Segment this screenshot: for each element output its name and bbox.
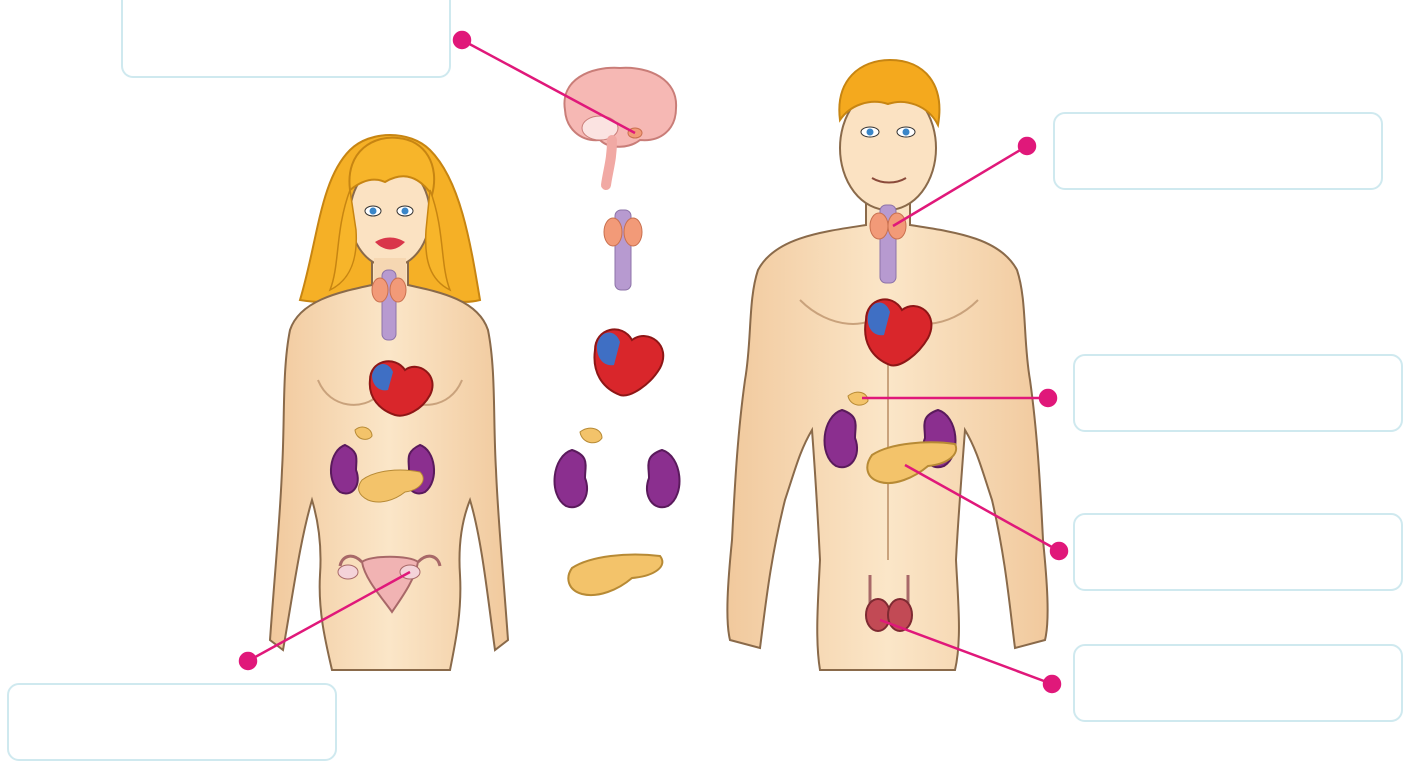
pancreas-icon bbox=[568, 555, 662, 596]
isolated-glands bbox=[555, 68, 680, 595]
label-box-adrenal[interactable] bbox=[1073, 354, 1403, 432]
label-box-hypothalamus[interactable] bbox=[121, 0, 451, 78]
thyroid-icon bbox=[604, 210, 642, 290]
heart-icon bbox=[594, 329, 663, 395]
female-body bbox=[270, 135, 508, 670]
leader-dot-testes bbox=[1044, 676, 1060, 692]
leader-dot-adrenal bbox=[1040, 390, 1056, 406]
kidney-icon-right bbox=[647, 450, 680, 507]
leader-dot-pancreas bbox=[1051, 543, 1067, 559]
label-box-ovary[interactable] bbox=[7, 683, 337, 761]
label-box-thyroid[interactable] bbox=[1053, 112, 1383, 190]
leader-dot-thyroid bbox=[1019, 138, 1035, 154]
label-box-testes[interactable] bbox=[1073, 644, 1403, 722]
kidney-icon-left bbox=[555, 450, 588, 507]
leader-dot-ovary bbox=[240, 653, 256, 669]
adrenal-icon bbox=[580, 428, 602, 443]
male-body bbox=[727, 60, 1047, 670]
female-kidney-left bbox=[331, 445, 358, 493]
label-box-pancreas[interactable] bbox=[1073, 513, 1403, 591]
leader-dot-hypothalamus bbox=[454, 32, 470, 48]
